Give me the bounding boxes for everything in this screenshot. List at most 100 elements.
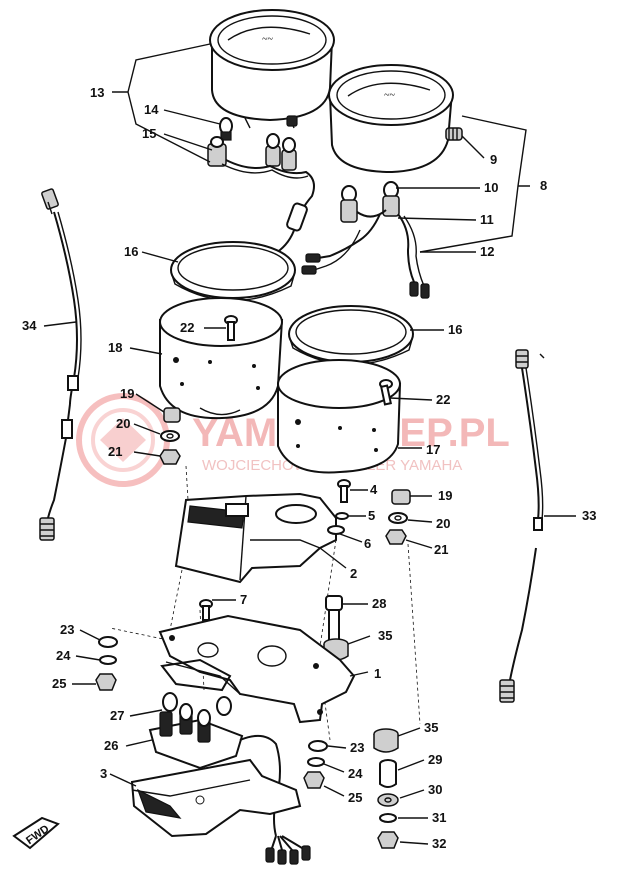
callout-5: 5 xyxy=(368,508,375,523)
svg-text:~~: ~~ xyxy=(384,90,395,101)
tachometer-cable-33 xyxy=(499,349,545,703)
callout-27: 27 xyxy=(110,708,124,723)
washer-20-left xyxy=(160,430,180,442)
leader-23b xyxy=(327,745,347,749)
bracket-8 xyxy=(419,115,530,253)
bulb-14 xyxy=(219,117,233,141)
leader-15 xyxy=(163,133,213,151)
leader-25b xyxy=(323,785,345,797)
callout-19-left: 19 xyxy=(120,386,134,401)
leader-20b xyxy=(407,519,433,523)
speedometer-cable-34 xyxy=(39,188,82,541)
nut-21-left xyxy=(159,449,181,465)
callout-34: 34 xyxy=(22,318,37,333)
callout-7: 7 xyxy=(240,592,247,607)
callout-29: 29 xyxy=(428,752,442,767)
washer-24-right xyxy=(307,757,325,767)
meter-case-18 xyxy=(159,297,284,420)
nut-32 xyxy=(377,831,399,849)
callout-12: 12 xyxy=(480,244,494,259)
spacer-29 xyxy=(379,759,397,788)
callout-1: 1 xyxy=(374,666,381,681)
callout-21-right: 21 xyxy=(434,542,448,557)
lock-washer-5 xyxy=(335,512,349,520)
leader-27 xyxy=(129,709,163,717)
leader-23a xyxy=(79,629,101,641)
callout-28: 28 xyxy=(372,596,386,611)
connector-bundle xyxy=(265,835,311,865)
rim-16-left xyxy=(170,241,296,302)
leader-16a xyxy=(141,251,179,263)
leader-21b xyxy=(405,539,433,549)
bracket-13 xyxy=(112,43,211,163)
leader-35b xyxy=(397,727,421,737)
callout-4: 4 xyxy=(370,482,378,497)
leader-32 xyxy=(399,841,429,845)
speedometer-assembly: ~~ xyxy=(209,9,335,129)
washer-20-right xyxy=(388,512,408,524)
screw-4 xyxy=(337,479,351,503)
callout-2: 2 xyxy=(350,566,357,581)
callout-24-left: 24 xyxy=(56,648,71,663)
washer-30 xyxy=(377,793,399,807)
callout-3: 3 xyxy=(100,766,107,781)
trip-knob xyxy=(445,127,463,141)
callout-22-right: 22 xyxy=(436,392,450,407)
leader-30 xyxy=(399,789,425,799)
callout-labels: 13 14 15 9 8 10 11 12 16 34 22 18 16 19 … xyxy=(22,85,596,851)
screw-22-right xyxy=(379,379,393,406)
leader-22b xyxy=(389,397,433,401)
leader-11 xyxy=(397,217,477,221)
callout-33: 33 xyxy=(582,508,596,523)
callout-16-left: 16 xyxy=(124,244,138,259)
leader-26 xyxy=(125,739,153,747)
callout-11: 11 xyxy=(480,212,494,227)
rim-16-right xyxy=(288,305,414,366)
nut-21-right xyxy=(385,529,407,545)
socket-harness-11 xyxy=(301,181,430,299)
leader-20a xyxy=(133,423,161,435)
washer-6 xyxy=(327,525,345,535)
callout-35-lower: 35 xyxy=(424,720,438,735)
callout-17: 17 xyxy=(426,442,440,457)
collar-35-upper xyxy=(323,638,349,661)
lower-cover-3 xyxy=(130,758,302,838)
nut-25-left xyxy=(95,673,117,691)
leader-1 xyxy=(349,671,369,677)
watermark-logo xyxy=(76,393,170,487)
collar-35-lower xyxy=(373,728,399,753)
washer-31 xyxy=(379,813,397,823)
callout-20-right: 20 xyxy=(436,516,450,531)
screw-22-left xyxy=(224,315,238,341)
leader-3 xyxy=(109,773,137,787)
callout-15: 15 xyxy=(142,126,156,141)
callout-22-left: 22 xyxy=(180,320,194,335)
grommet-19-right xyxy=(391,489,411,505)
callout-16-right: 16 xyxy=(448,322,462,337)
callout-13: 13 xyxy=(90,85,104,100)
callout-14: 14 xyxy=(144,102,159,117)
tachometer-assembly: ~~ xyxy=(328,64,463,174)
socket-harness-15 xyxy=(207,133,315,263)
leader-34 xyxy=(43,321,77,327)
leader-9 xyxy=(461,135,485,159)
callout-19-right: 19 xyxy=(438,488,452,503)
leader-21a xyxy=(133,451,161,457)
callout-24-right: 24 xyxy=(348,766,363,781)
nut-25-right xyxy=(303,771,325,789)
callout-26: 26 xyxy=(104,738,118,753)
leader-14 xyxy=(163,109,221,125)
callout-20-left: 20 xyxy=(116,416,130,431)
callout-9: 9 xyxy=(490,152,497,167)
leader-18 xyxy=(129,347,163,355)
grommet-19-left xyxy=(163,407,181,423)
leader-19a xyxy=(135,393,165,413)
bolt-28 xyxy=(325,595,343,641)
callout-32: 32 xyxy=(432,836,446,851)
fwd-arrow: FWD xyxy=(12,816,60,850)
washer-23-left xyxy=(98,636,118,648)
callout-25-right: 25 xyxy=(348,790,362,805)
indicator-housing-26 xyxy=(148,692,281,837)
leader-24b xyxy=(323,763,345,773)
